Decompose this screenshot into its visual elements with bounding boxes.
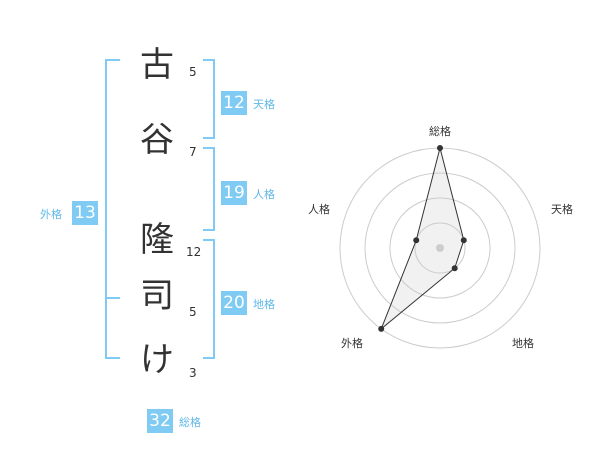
radar-point-1	[437, 145, 443, 151]
name-char-1: 古	[140, 45, 174, 85]
tenkaku-bracket	[203, 59, 215, 139]
radar-label-soukaku: 総格	[429, 125, 451, 138]
jinkaku-bracket	[203, 147, 215, 231]
radar-ring	[389, 197, 491, 299]
radar-label-gaikaku: 外格	[341, 337, 363, 350]
tenkaku-label: 天格	[253, 98, 275, 111]
radar-ring	[414, 222, 466, 274]
chikaku-bracket	[203, 239, 215, 359]
radar-point-5	[413, 237, 420, 244]
stroke-count-2: 7	[189, 145, 197, 159]
soukaku-label: 総格	[179, 416, 201, 429]
radar-label-jinkaku: 人格	[308, 203, 330, 216]
radar-point-4	[378, 325, 385, 332]
name-char-2: 谷	[140, 120, 174, 160]
tenkaku-badge: 12	[221, 91, 247, 115]
radar-label-tenkaku: 天格	[551, 203, 573, 216]
radar-center	[436, 244, 444, 252]
chikaku-label: 地格	[253, 298, 275, 311]
name-char-5: け	[140, 340, 174, 380]
radar-label-chikaku: 地格	[512, 337, 534, 350]
stroke-count-1: 5	[189, 65, 197, 79]
name-char-4: 司	[140, 276, 174, 316]
stroke-count-3: 12	[186, 245, 202, 259]
radar-point-2	[460, 237, 467, 244]
gaikaku-badge: 13	[72, 201, 98, 225]
radar-point-3	[451, 265, 458, 272]
soukaku-badge: 32	[147, 409, 173, 433]
radar-polygon	[380, 147, 465, 330]
name-char-3: 隆	[140, 220, 174, 260]
stroke-count-4: 5	[189, 305, 197, 319]
gaikaku-bracket	[105, 59, 120, 359]
radar-ring	[364, 172, 516, 324]
jinkaku-label: 人格	[253, 188, 275, 201]
jinkaku-badge: 19	[221, 181, 247, 205]
stroke-count-5: 3	[189, 366, 197, 380]
gaikaku-label: 外格	[40, 208, 62, 221]
chikaku-badge: 20	[221, 291, 247, 315]
